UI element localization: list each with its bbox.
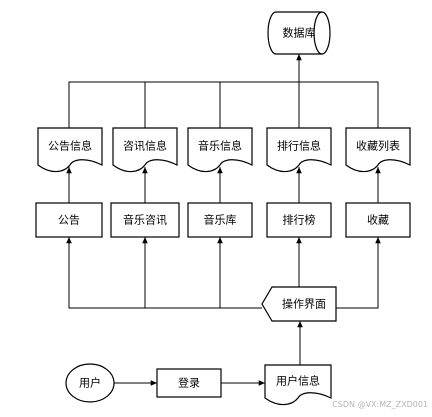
user-info-shape xyxy=(264,364,332,406)
mod-music-consult-shape xyxy=(110,202,180,238)
node-login: 登录 xyxy=(156,368,222,398)
doc-consult-label: 咨讯信息 xyxy=(123,139,167,153)
edge-ui-to-mod-announcement xyxy=(66,237,262,309)
edge-doc-favorites-to-database xyxy=(299,81,379,128)
user-shape xyxy=(65,363,115,403)
mod-ranking-label: 排行榜 xyxy=(283,213,316,227)
node-mod-music-lib: 音乐库 xyxy=(187,202,253,238)
mod-music-consult-label: 音乐咨讯 xyxy=(123,213,167,227)
mod-announcement-shape xyxy=(35,202,103,238)
user-info-label: 用户信息 xyxy=(276,374,320,388)
doc-announcement-shape xyxy=(37,127,103,173)
edge-doc-announcement-to-database xyxy=(68,81,299,128)
edge-layer xyxy=(66,54,381,386)
doc-ranking-shape xyxy=(266,127,332,173)
edge-ui-to-mod-favorites xyxy=(336,237,381,309)
node-doc-announcement: 公告信息 xyxy=(37,127,103,173)
doc-music-label: 音乐信息 xyxy=(198,139,242,153)
login-label: 登录 xyxy=(178,376,200,390)
database-label: 数据库 xyxy=(283,26,316,40)
login-shape xyxy=(156,368,222,398)
mod-music-lib-label: 音乐库 xyxy=(204,213,237,227)
node-mod-ranking: 排行榜 xyxy=(266,202,332,238)
mod-favorites-label: 收藏 xyxy=(367,213,389,227)
node-mod-announcement: 公告 xyxy=(35,202,103,238)
node-doc-consult: 咨讯信息 xyxy=(112,127,178,173)
mod-music-lib-shape xyxy=(187,202,253,238)
node-mod-favorites: 收藏 xyxy=(345,202,411,238)
node-database: 数据库 xyxy=(267,11,331,55)
watermark: CSDN @VX:MZ_ZXD001 xyxy=(332,400,428,409)
node-user: 用户 xyxy=(65,363,115,403)
ui-label: 操作界面 xyxy=(282,297,326,311)
doc-announcement-label: 公告信息 xyxy=(48,139,92,153)
doc-music-shape xyxy=(187,127,253,173)
mod-favorites-shape xyxy=(345,202,411,238)
node-mod-music-consult: 音乐咨讯 xyxy=(110,202,180,238)
node-user-info: 用户信息 xyxy=(264,364,332,406)
node-doc-favorites: 收藏列表 xyxy=(345,127,411,173)
mod-announcement-label: 公告 xyxy=(58,214,80,227)
user-label: 用户 xyxy=(79,376,101,390)
mod-ranking-shape xyxy=(266,202,332,238)
database-shape xyxy=(267,11,331,55)
doc-favorites-label: 收藏列表 xyxy=(356,139,400,153)
doc-consult-shape xyxy=(112,127,178,173)
doc-favorites-shape xyxy=(345,127,411,173)
node-doc-music: 音乐信息 xyxy=(187,127,253,173)
doc-ranking-label: 排行信息 xyxy=(277,139,321,153)
node-doc-ranking: 排行信息 xyxy=(266,127,332,173)
node-ui: 操作界面 xyxy=(261,286,337,322)
ui-shape xyxy=(261,286,337,322)
